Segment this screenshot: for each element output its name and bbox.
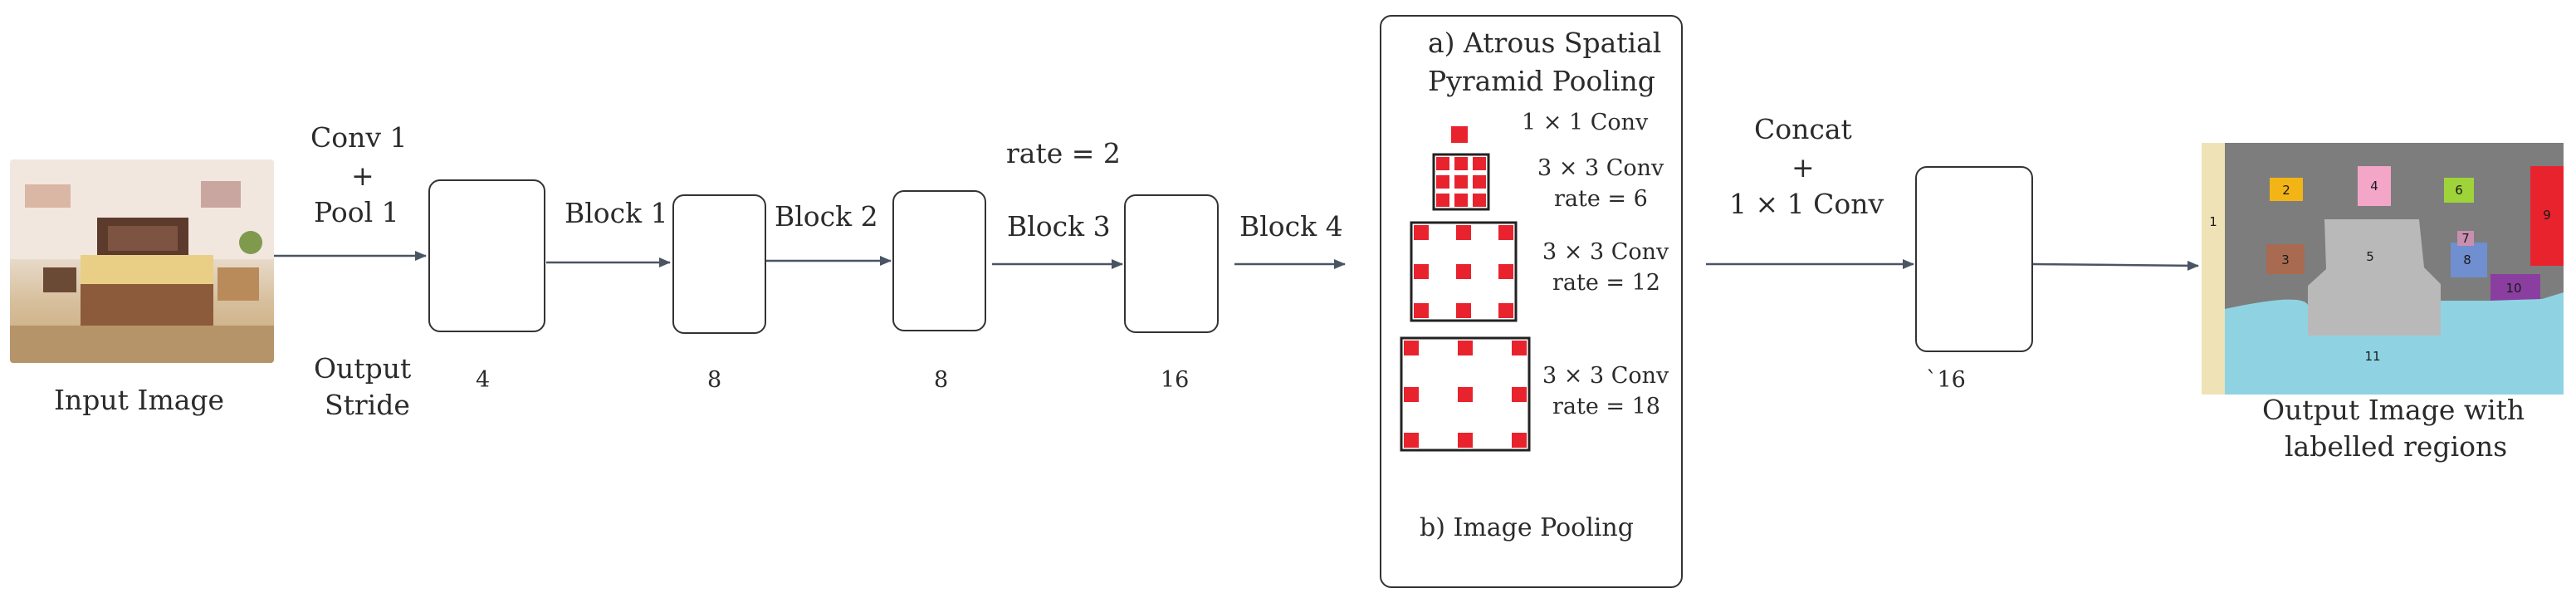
region-label-2: 2 bbox=[2282, 183, 2290, 198]
region-label-4: 4 bbox=[2370, 179, 2378, 194]
region-4 bbox=[2358, 166, 2391, 206]
region-8 bbox=[2451, 243, 2487, 277]
aspp-conv1-label: 1 × 1 Conv bbox=[1522, 110, 1649, 135]
stage1-label-line2: + bbox=[351, 159, 374, 192]
block2-stride-value: 8 bbox=[934, 367, 949, 393]
aspp-title-line1: a) Atrous Spatial bbox=[1428, 27, 1662, 59]
region-9 bbox=[2530, 166, 2564, 266]
aspp-image-pooling-label: b) Image Pooling bbox=[1420, 513, 1634, 542]
region-7 bbox=[2457, 231, 2474, 246]
concat-feature-box bbox=[1915, 166, 2033, 352]
aspp-conv2-label: 3 × 3 Conv bbox=[1537, 155, 1664, 181]
stage1-label-line1: Conv 1 bbox=[310, 121, 408, 154]
input-image-label: Input Image bbox=[54, 384, 225, 416]
aspp-conv4-label: 3 × 3 Conv bbox=[1542, 363, 1669, 389]
output-image: 1 2 3 4 5 6 7 8 9 10 11 bbox=[2202, 143, 2564, 395]
output-stride-label-line2: Stride bbox=[325, 389, 410, 421]
block3-stride-value: 16 bbox=[1161, 367, 1190, 393]
region-label-8: 8 bbox=[2463, 252, 2471, 267]
concat-stride-value: `16 bbox=[1926, 367, 1966, 393]
stage1-stride-value: 4 bbox=[476, 367, 491, 393]
region-1 bbox=[2202, 143, 2225, 395]
block1-label: Block 1 bbox=[565, 197, 668, 229]
block2-label: Block 2 bbox=[775, 200, 878, 233]
region-11 bbox=[2225, 292, 2564, 395]
region-label-9: 9 bbox=[2543, 208, 2551, 223]
region-label-3: 3 bbox=[2281, 252, 2290, 267]
arrow-concat-to-output bbox=[2031, 260, 2199, 271]
bedroom-photo bbox=[10, 159, 274, 363]
region-10 bbox=[2490, 274, 2540, 302]
block3-feature-box bbox=[1124, 194, 1219, 333]
output-label-line1: Output Image with bbox=[2262, 394, 2525, 426]
concat-label-line1: Concat bbox=[1754, 113, 1852, 145]
output-stride-label-line1: Output bbox=[314, 352, 412, 385]
block1-feature-box bbox=[672, 194, 766, 334]
block1-stride-value: 8 bbox=[707, 367, 722, 393]
concat-label-line2: + bbox=[1791, 151, 1815, 184]
concat-label-line3: 1 × 1 Conv bbox=[1729, 188, 1884, 220]
aspp-panel bbox=[1380, 15, 1683, 588]
output-label-line2: labelled regions bbox=[2285, 430, 2508, 463]
aspp-conv2-rate: rate = 6 bbox=[1554, 186, 1648, 212]
region-5 bbox=[2308, 219, 2441, 336]
input-image bbox=[10, 159, 274, 363]
region-2 bbox=[2270, 178, 2303, 201]
block3-rate-label: rate = 2 bbox=[1006, 137, 1121, 169]
arrow-block1-to-block2 bbox=[754, 250, 892, 266]
aspp-title-line2: Pyramid Pooling bbox=[1428, 65, 1655, 97]
region-label-5: 5 bbox=[2366, 249, 2374, 264]
aspp-conv3-rate: rate = 12 bbox=[1552, 270, 1660, 296]
block2-feature-box bbox=[892, 190, 986, 331]
aspp-conv4-rate: rate = 18 bbox=[1552, 394, 1660, 419]
region-6 bbox=[2444, 178, 2474, 203]
region-label-10: 10 bbox=[2505, 281, 2521, 296]
block4-label: Block 4 bbox=[1239, 210, 1343, 243]
region-label-6: 6 bbox=[2455, 183, 2463, 198]
block3-label: Block 3 bbox=[1007, 210, 1111, 243]
region-3 bbox=[2266, 244, 2305, 274]
aspp-conv3-label: 3 × 3 Conv bbox=[1542, 239, 1669, 265]
stage1-feature-box bbox=[428, 179, 545, 332]
region-label-7: 7 bbox=[2461, 231, 2470, 246]
segmentation-map: 1 2 3 4 5 6 7 8 9 10 11 bbox=[2202, 143, 2564, 395]
region-label-11: 11 bbox=[2364, 349, 2380, 364]
stage1-label-line3: Pool 1 bbox=[314, 196, 399, 228]
region-label-1: 1 bbox=[2209, 214, 2217, 229]
